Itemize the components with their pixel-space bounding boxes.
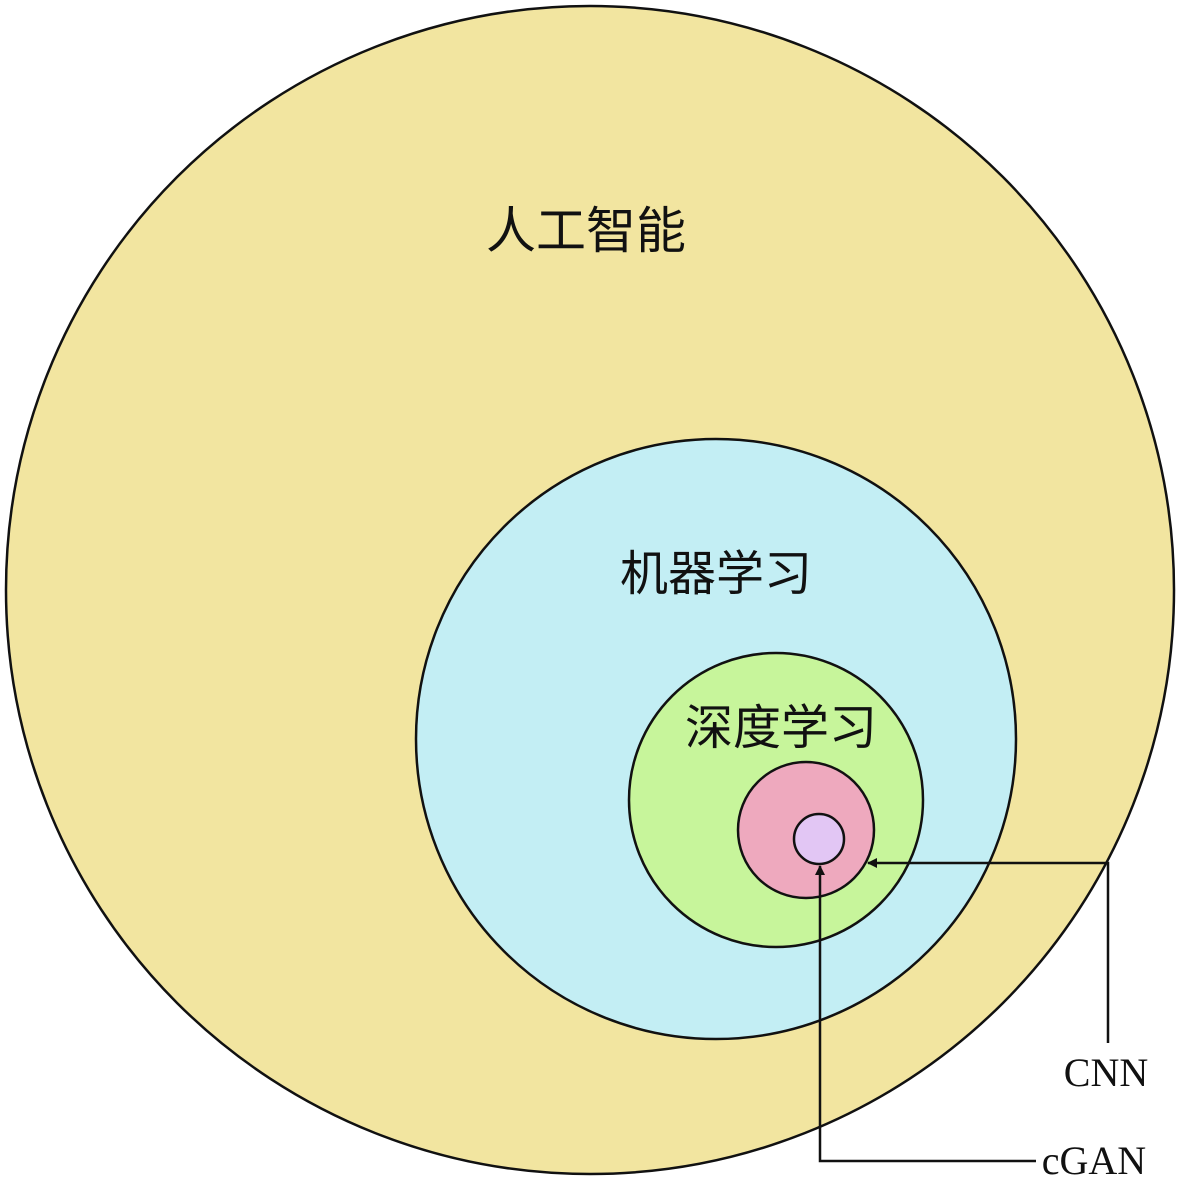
cgan-label: cGAN bbox=[1042, 1138, 1146, 1181]
cnn-callout-arrow bbox=[867, 858, 1110, 1043]
cgan-circle bbox=[792, 812, 846, 866]
cnn-label: CNN bbox=[1064, 1050, 1148, 1095]
ml-label: 机器学习 bbox=[620, 546, 812, 602]
dl-label: 深度学习 bbox=[685, 700, 877, 756]
cgan-callout-arrow bbox=[815, 865, 1036, 1163]
ai-label: 人工智能 bbox=[486, 202, 686, 260]
